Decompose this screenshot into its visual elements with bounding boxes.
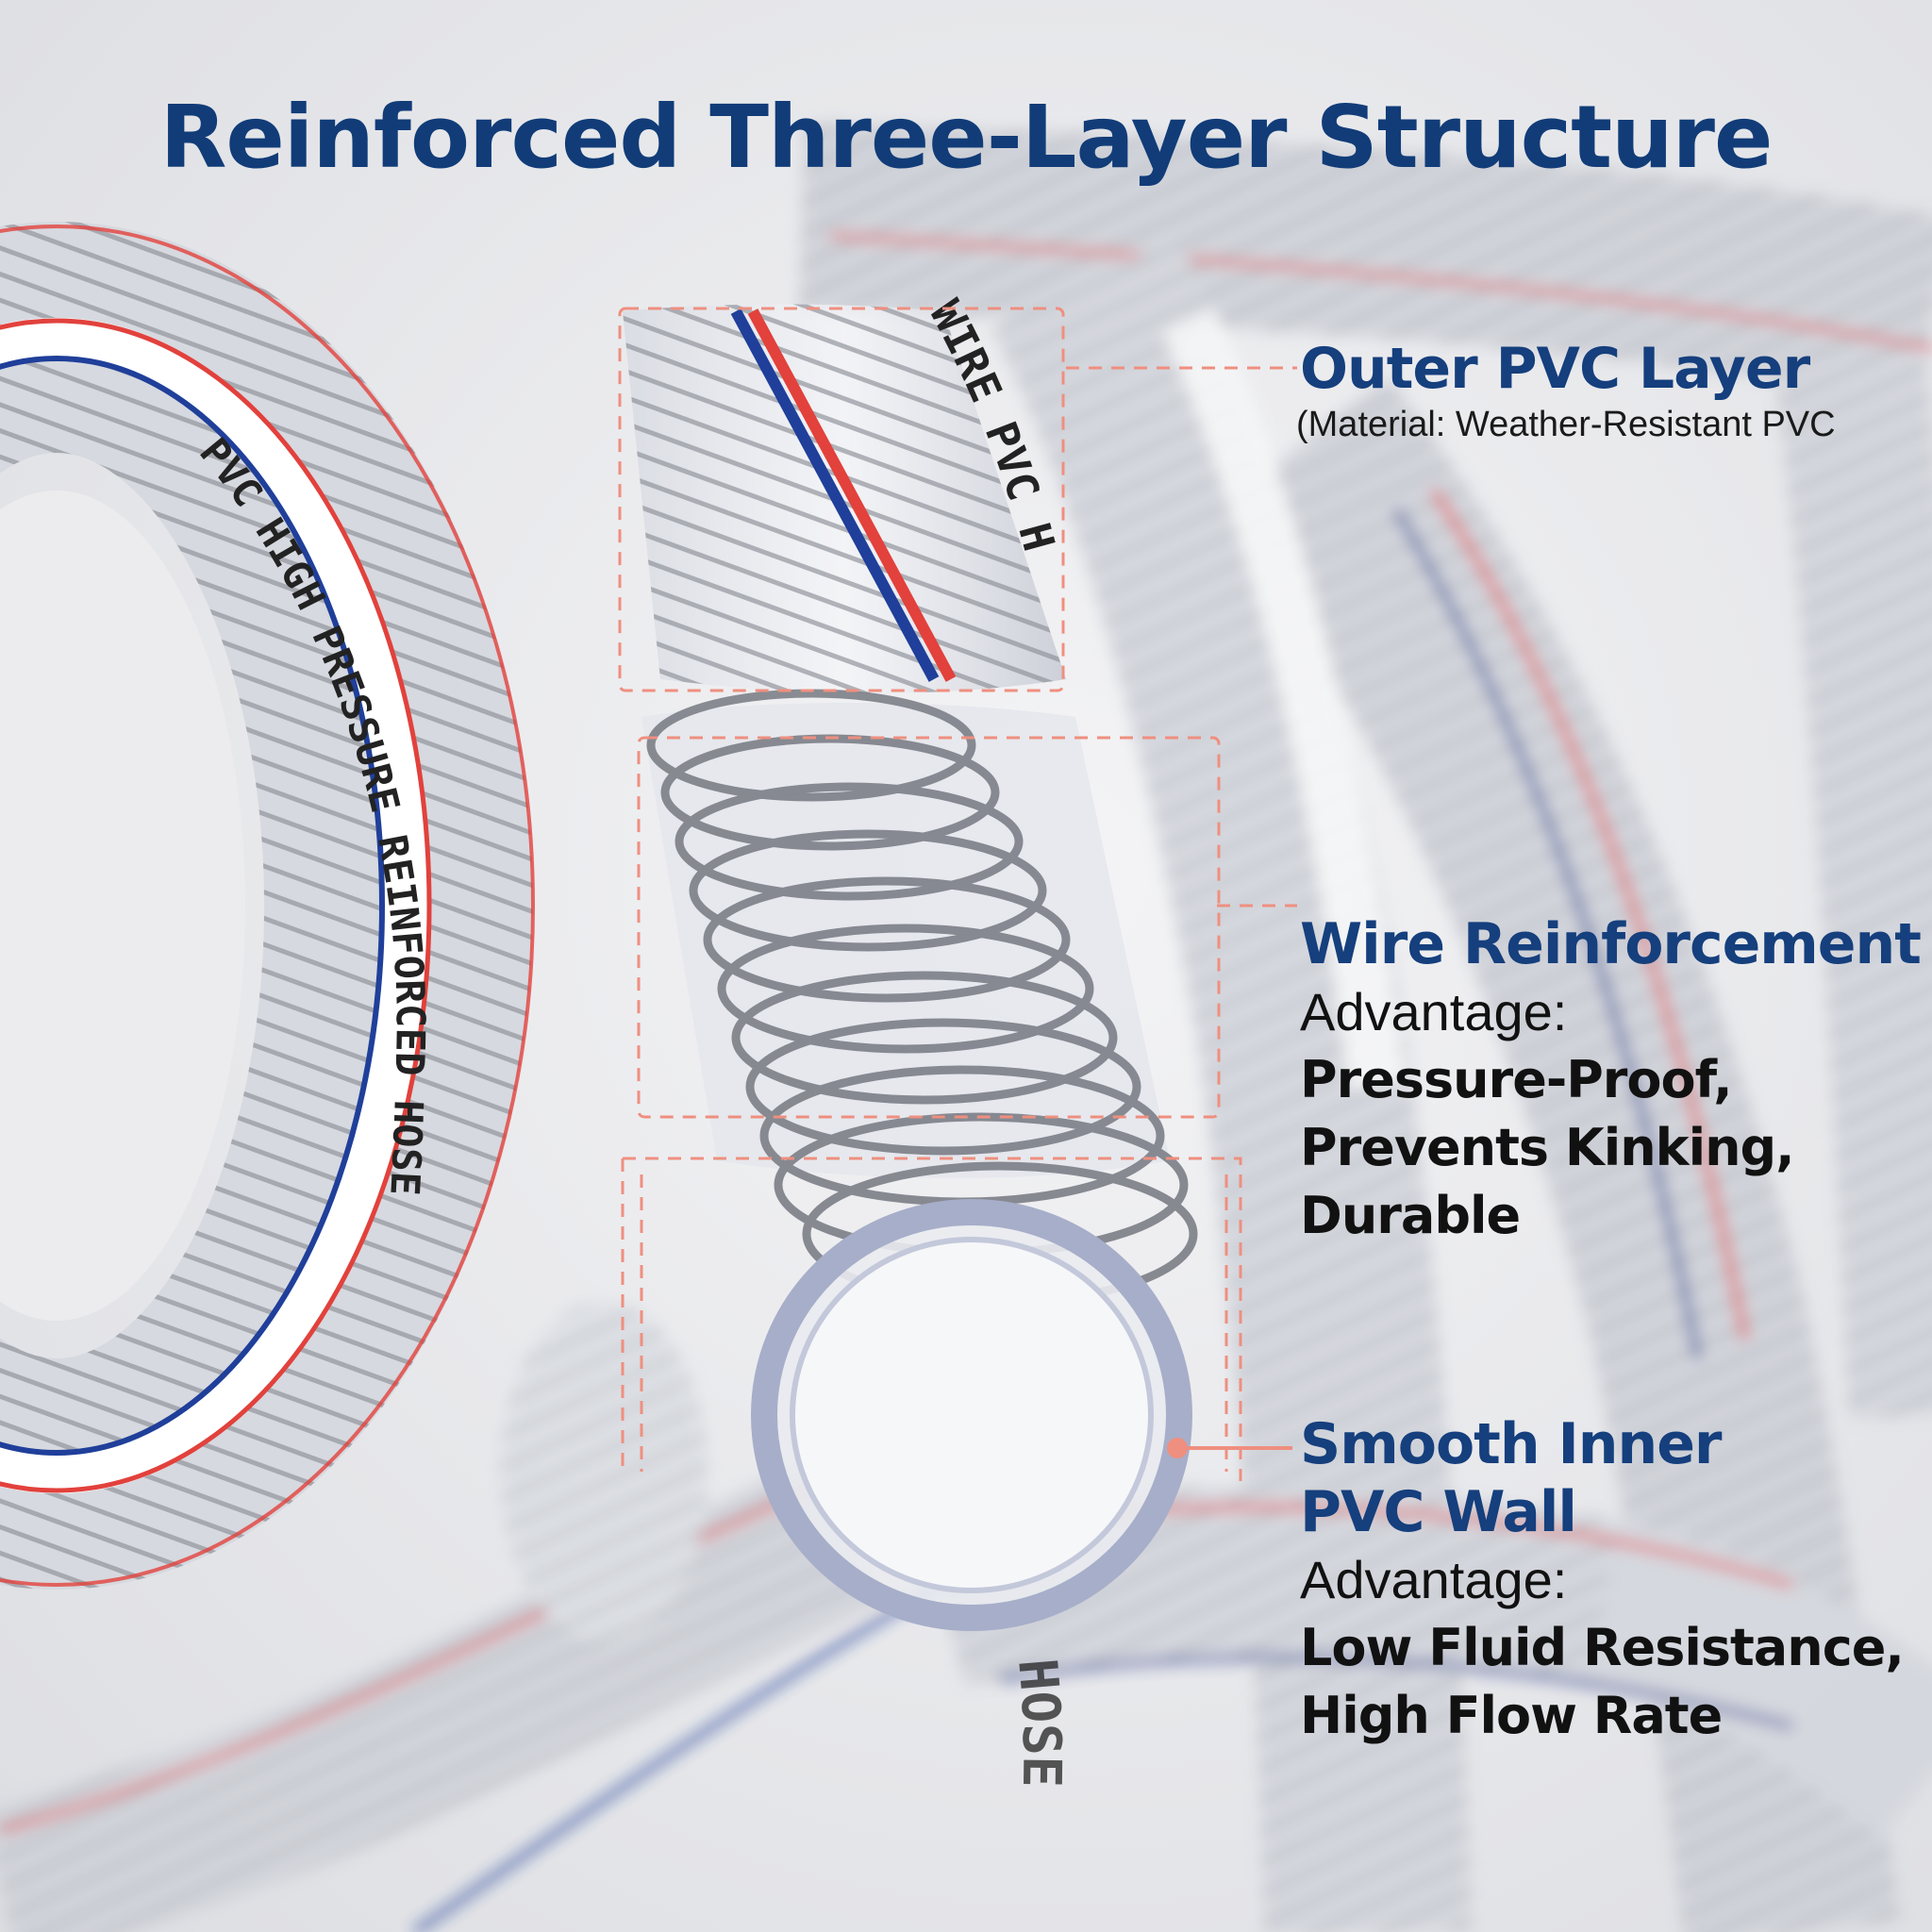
wire-benefit-3: Durable — [1300, 1186, 1521, 1245]
wire-benefit-2: Prevents Kinking, — [1300, 1118, 1795, 1177]
inner-layer-name-line1: Smooth Inner — [1300, 1411, 1722, 1477]
inner-wall-callout — [1167, 1438, 1292, 1458]
wire-advantage-label: Advantage: — [1300, 982, 1568, 1041]
inner-benefit-1: Low Fluid Resistance, — [1300, 1618, 1905, 1677]
wire-reinforcement-label: Wire Reinforcement Advantage: Pressure-P… — [1300, 910, 1922, 1250]
inner-layer-name-line2: PVC Wall — [1300, 1479, 1577, 1545]
inner-benefit-2: High Flow Rate — [1300, 1686, 1723, 1745]
wire-benefit-1: Pressure-Proof, — [1300, 1050, 1733, 1109]
outer-layer-material: (Material: Weather-Resistant PVC — [1296, 405, 1836, 444]
callout-lines — [618, 307, 1297, 1481]
outer-layer-name: Outer PVC Layer — [1300, 336, 1810, 402]
wire-layer-name: Wire Reinforcement — [1300, 911, 1922, 977]
inner-advantage-label: Advantage: — [1300, 1550, 1568, 1609]
inner-wall-label: Smooth Inner PVC Wall Advantage: Low Flu… — [1300, 1410, 1905, 1750]
page-title: Reinforced Three-Layer Structure — [159, 87, 1774, 188]
outer-layer-label: Outer PVC Layer (Material: Weather-Resis… — [1296, 335, 1836, 446]
